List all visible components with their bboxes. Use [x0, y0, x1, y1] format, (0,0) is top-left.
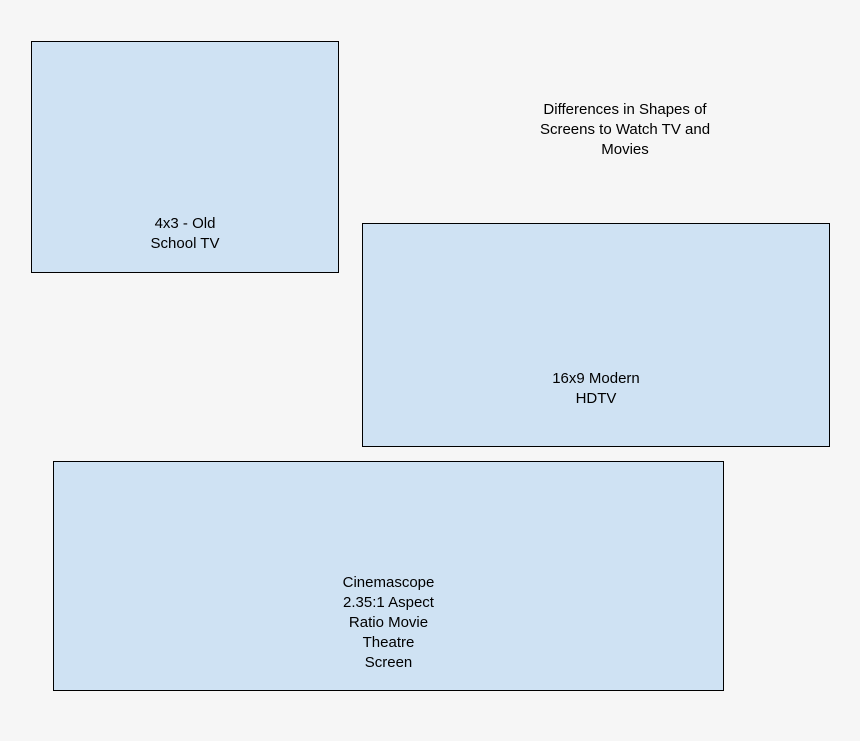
screen-16x9: 16x9 Modern HDTV	[362, 223, 830, 447]
label-line: Cinemascope	[342, 574, 435, 591]
label-line: Theatre	[362, 634, 415, 651]
screen-4x3-label: 4x3 - Old School TV	[32, 214, 338, 254]
title-line: Screens to Watch TV and	[539, 121, 711, 138]
screen-cinemascope: Cinemascope 2.35:1 Aspect Ratio Movie Th…	[53, 461, 724, 691]
label-line: 16x9 Modern	[552, 370, 640, 387]
screen-16x9-label: 16x9 Modern HDTV	[363, 369, 829, 409]
label-line: Screen	[364, 654, 413, 671]
title-line: Movies	[601, 141, 649, 158]
label-line: 2.35:1 Aspect	[343, 594, 434, 611]
title-line: Differences in Shapes of	[543, 101, 707, 118]
label-line: Ratio Movie	[348, 614, 429, 631]
label-line: School TV	[150, 235, 220, 252]
screen-4x3: 4x3 - Old School TV	[31, 41, 339, 273]
diagram-title: Differences in Shapes of Screens to Watc…	[500, 100, 750, 160]
label-line: HDTV	[575, 390, 617, 407]
screen-cinemascope-label: Cinemascope 2.35:1 Aspect Ratio Movie Th…	[54, 573, 723, 673]
label-line: 4x3 - Old	[154, 215, 216, 232]
